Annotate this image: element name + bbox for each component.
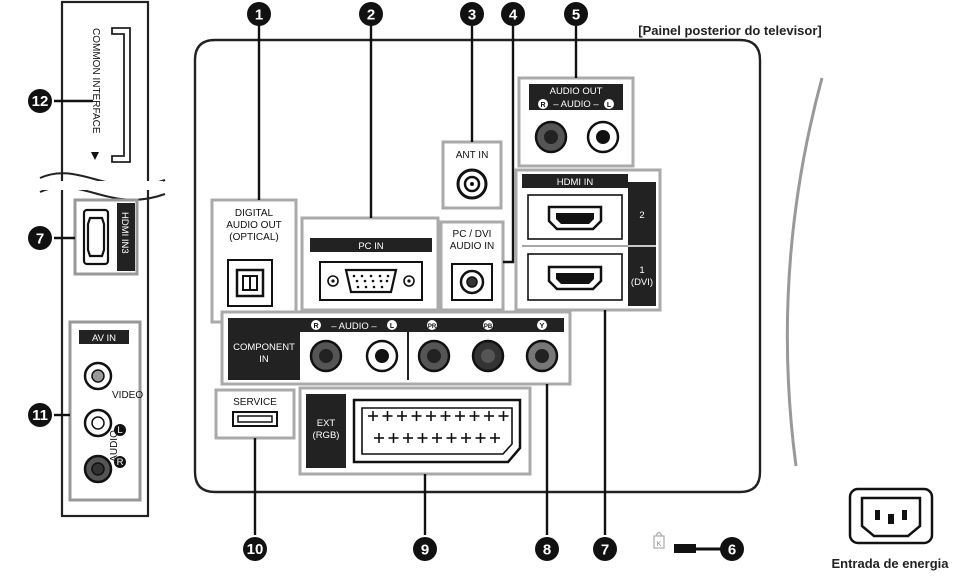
service-label: SERVICE — [233, 397, 277, 408]
hdmi-in3-label: HDMI IN3 — [119, 212, 130, 254]
audio-out-port: AUDIO OUT R – AUDIO – L — [517, 76, 635, 168]
callout-8: 8 — [535, 537, 559, 561]
component-pr-label: PR — [428, 324, 437, 330]
av-l-label: L — [117, 425, 122, 436]
hdmi-2-label: 2 — [639, 210, 644, 221]
pc-dvi-audio-in-port: PC / DVI AUDIO IN — [439, 220, 505, 312]
power-inlet — [848, 487, 934, 545]
lock-k-letter: K — [657, 541, 662, 548]
component-r-letter: R — [313, 323, 318, 330]
kensington-lock: K — [653, 531, 722, 553]
callout-7: 7 — [593, 537, 617, 561]
pc-in-port: PC IN — [300, 216, 440, 312]
digital-audio-out-port: DIGITAL AUDIO OUT (OPTICAL) — [210, 198, 298, 324]
ext-label-2: (RGB) — [313, 430, 340, 441]
digital-audio-label-1: DIGITAL — [235, 208, 274, 219]
component-l-letter: L — [390, 323, 395, 330]
callout-9: 9 — [413, 537, 437, 561]
callout-leader-lines — [54, 22, 607, 535]
component-label-2: IN — [259, 354, 269, 365]
av-video-label: VIDEO — [112, 390, 143, 401]
callout-5: 5 — [564, 2, 588, 26]
svg-text:5: 5 — [572, 7, 580, 24]
svg-text:4: 4 — [509, 7, 518, 24]
play-arrow-icon — [91, 152, 99, 160]
svg-text:9: 9 — [421, 542, 429, 559]
digital-audio-label-3: (OPTICAL) — [229, 232, 278, 243]
ext-label-1: EXT — [317, 418, 336, 429]
component-pb-label: PB — [484, 324, 493, 330]
hdmi-in-ports: HDMI IN 2 1 (DVI) — [514, 168, 662, 312]
svg-text:7: 7 — [36, 231, 44, 248]
svg-text:2: 2 — [367, 7, 375, 24]
callout-3: 3 — [460, 2, 484, 26]
panel-title: [Painel posterior do televisor] — [638, 23, 822, 38]
ant-in-label: ANT IN — [456, 150, 489, 161]
pc-dvi-label-1: PC / DVI — [453, 229, 492, 240]
component-label-1: COMPONENT — [233, 342, 295, 353]
pc-dvi-label-2: AUDIO IN — [450, 241, 494, 252]
callout-2: 2 — [359, 2, 383, 26]
callout-1: 1 — [247, 2, 271, 26]
callout-7-side: 7 — [28, 226, 52, 250]
svg-text:11: 11 — [32, 407, 48, 424]
component-in-ports: COMPONENT IN R – AUDIO – L PR PB Y — [220, 310, 572, 386]
callout-4: 4 — [501, 2, 525, 26]
av-in-group: AV IN VIDEO L AUDIO R — [68, 320, 143, 502]
callout-11: 11 — [28, 403, 52, 427]
av-in-label: AV IN — [92, 333, 116, 344]
av-r-label: R — [117, 457, 124, 468]
svg-text:3: 3 — [468, 7, 476, 24]
callout-10: 10 — [243, 537, 267, 561]
common-interface-label: COMMON INTERFACE — [90, 28, 101, 134]
hdmi-1-dvi-label: (DVI) — [631, 277, 653, 288]
side-panel: COMMON INTERFACE HDMI IN3 AV IN VIDEO L … — [39, 0, 166, 518]
pc-in-label: PC IN — [358, 241, 383, 252]
audio-out-label: AUDIO OUT — [550, 86, 603, 97]
component-y-label: Y — [540, 323, 545, 330]
svg-text:8: 8 — [543, 542, 551, 559]
callout-12: 12 — [28, 89, 52, 113]
audio-out-r-letter: R — [540, 102, 545, 109]
svg-text:7: 7 — [601, 542, 609, 559]
av-audio-label: AUDIO — [109, 430, 120, 462]
hdmi-1-label: 1 — [639, 265, 644, 276]
power-label: Entrada de energia — [831, 556, 949, 571]
svg-text:10: 10 — [247, 541, 264, 558]
digital-audio-label-2: AUDIO OUT — [226, 220, 282, 231]
ant-in-port: ANT IN — [441, 140, 503, 210]
svg-text:6: 6 — [728, 542, 736, 559]
ext-rgb-scart-port: EXT (RGB) — [298, 386, 532, 476]
audio-out-sub-label: – AUDIO – — [553, 99, 599, 110]
callout-6: 6 — [720, 537, 744, 561]
audio-out-l-letter: L — [607, 102, 612, 109]
panel-edge-curve — [785, 77, 824, 467]
component-audio-label: – AUDIO – — [331, 321, 377, 332]
svg-text:1: 1 — [255, 7, 263, 24]
service-port: SERVICE — [214, 388, 296, 440]
hdmi-in-label: HDMI IN — [557, 177, 594, 188]
svg-text:12: 12 — [32, 93, 49, 110]
hdmi-in3-port: HDMI IN3 — [73, 198, 139, 276]
common-interface-slot: COMMON INTERFACE — [90, 27, 131, 163]
